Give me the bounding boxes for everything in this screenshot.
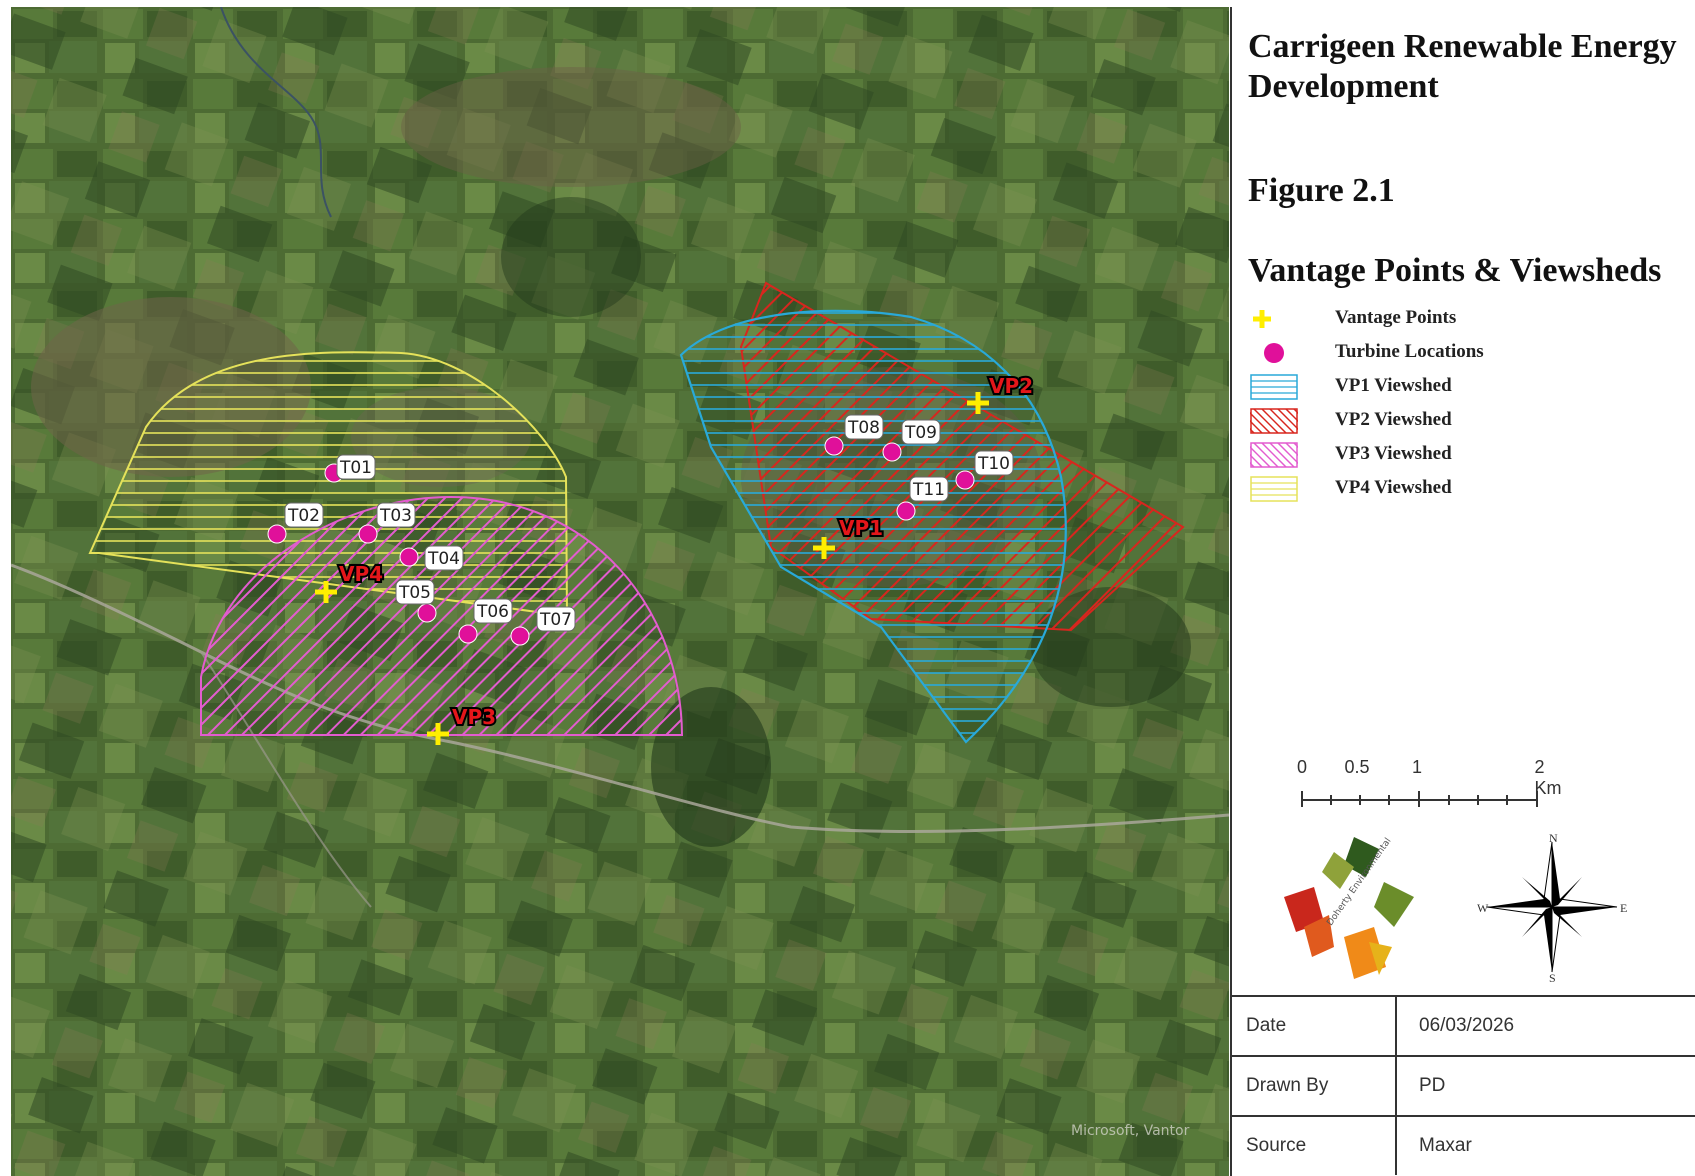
hatch-diagonal-icon	[1250, 408, 1298, 434]
west-label: W	[1477, 901, 1489, 915]
scale-label: 0.5	[1344, 757, 1370, 777]
east-label: E	[1620, 901, 1627, 915]
turbine-label-box	[974, 450, 1014, 476]
legend-item: VP4 Viewshed	[1250, 473, 1550, 503]
vp3-viewshed	[200, 495, 684, 736]
turbine-label: T02	[287, 506, 320, 526]
table-row: Source Maxar	[1232, 1115, 1695, 1175]
vantage-point-marker[interactable]	[813, 537, 835, 559]
table-row: Drawn By PD	[1232, 1055, 1695, 1116]
north-label: N	[1549, 832, 1558, 845]
turbine-marker[interactable]	[358, 524, 378, 544]
legend-label: VP3 Viewshed	[1335, 443, 1452, 464]
drawn-by-value: PD	[1396, 1055, 1695, 1116]
drawn-by-key: Drawn By	[1232, 1055, 1397, 1116]
table-row: Date 06/03/2026	[1232, 995, 1695, 1056]
vantage-point-label: VP4	[339, 562, 383, 586]
legend-panel: Carrigeen Renewable Energy Development F…	[1230, 7, 1695, 1176]
turbine-label: T08	[847, 418, 880, 438]
turbine-label: T05	[398, 583, 431, 603]
vantage-point-label: VP2	[989, 374, 1033, 398]
legend-label: VP2 Viewshed	[1335, 409, 1452, 430]
magenta-dot-icon	[1264, 343, 1284, 363]
south-label: S	[1549, 971, 1556, 982]
vantage-point-label: VP3	[452, 705, 496, 729]
turbine-marker[interactable]	[417, 603, 437, 623]
map-subtitle: Vantage Points & Viewsheds	[1248, 252, 1662, 289]
turbine-label-box	[844, 414, 884, 440]
turbine-label-box	[376, 502, 416, 528]
north-arrow: N S E W	[1477, 831, 1627, 985]
legend-label: Turbine Locations	[1335, 341, 1484, 362]
legend-item: Turbine Locations	[1250, 337, 1550, 367]
legend-item: VP1 Viewshed	[1250, 371, 1550, 401]
vantage-point-label: VP1	[839, 516, 883, 540]
turbine-label-box	[473, 598, 513, 624]
turbine-label-box	[284, 502, 324, 528]
turbine-label: T03	[379, 506, 412, 526]
turbine-label: T07	[539, 610, 572, 630]
vantage-point-marker[interactable]	[427, 723, 449, 745]
vantage-point-marker[interactable]	[315, 581, 337, 603]
turbine-label: T09	[904, 423, 937, 443]
turbine-label: T04	[427, 549, 460, 569]
source-value: Maxar	[1396, 1115, 1695, 1175]
turbine-marker[interactable]	[458, 624, 478, 644]
turbine-label: T01	[339, 458, 372, 478]
turbine-label-box	[901, 419, 941, 445]
yellow-cross-icon	[1253, 310, 1271, 328]
turbine-label-box	[424, 545, 464, 571]
attribution: Microsoft, Vantor	[1071, 1123, 1190, 1139]
legend-label: VP4 Viewshed	[1335, 477, 1452, 498]
legend-item: VP3 Viewshed	[1250, 439, 1550, 469]
scale-label: 1	[1411, 757, 1423, 777]
hatch-diagonal-icon	[1250, 442, 1298, 468]
hatch-horizontal-icon	[1250, 476, 1298, 502]
legend-label: VP1 Viewshed	[1335, 375, 1452, 396]
turbine-marker[interactable]	[882, 442, 902, 462]
vantage-point-marker[interactable]	[967, 392, 989, 414]
turbine-label-box	[336, 454, 376, 480]
turbine-marker[interactable]	[267, 524, 287, 544]
turbine-marker[interactable]	[824, 436, 844, 456]
legend-item: VP2 Viewshed	[1250, 405, 1550, 435]
turbine-label-box	[909, 476, 949, 502]
turbine-label: T10	[977, 454, 1010, 474]
turbine-label: T11	[912, 480, 945, 500]
figure-number: Figure 2.1	[1248, 172, 1395, 209]
scale-label: 2 Km	[1534, 757, 1562, 798]
legend-item: Vantage Points	[1250, 303, 1550, 333]
legend-label: Vantage Points	[1335, 307, 1457, 328]
road	[11, 563, 1229, 833]
date-value: 06/03/2026	[1396, 995, 1695, 1056]
river	[220, 7, 332, 218]
hatch-horizontal-icon	[1250, 374, 1298, 400]
turbine-label: T06	[476, 602, 509, 622]
turbine-marker[interactable]	[399, 547, 419, 567]
turbine-marker[interactable]	[955, 470, 975, 490]
turbine-marker[interactable]	[510, 626, 530, 646]
scale-bar: 0 0.5 1 2 Km	[1292, 757, 1562, 807]
vp1-viewshed	[679, 309, 1067, 744]
map-title: Carrigeen Renewable Energy Development	[1248, 28, 1677, 105]
turbine-label-box	[395, 579, 435, 605]
turbine-marker[interactable]	[896, 501, 916, 521]
date-key: Date	[1232, 995, 1397, 1056]
scale-label: 0	[1296, 757, 1308, 777]
source-key: Source	[1232, 1115, 1397, 1175]
info-table: Date 06/03/2026 Drawn By PD Source Maxar	[1232, 995, 1695, 1175]
doherty-environmental-logo: Doherty Environmental	[1274, 827, 1424, 987]
turbine-label-box	[536, 606, 576, 632]
